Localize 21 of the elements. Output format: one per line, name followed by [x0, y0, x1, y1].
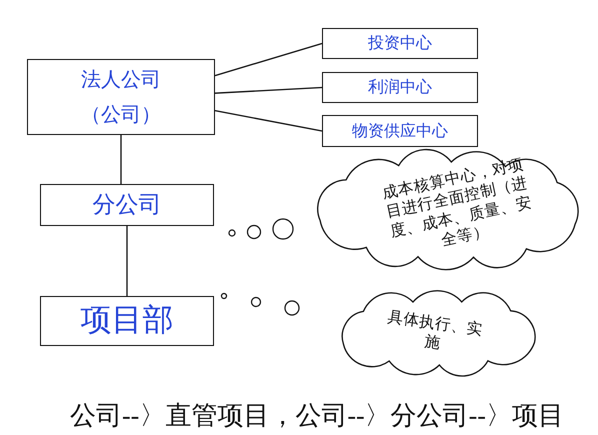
unit-name: 利润中心	[368, 78, 432, 97]
org-unit-box	[322, 72, 478, 103]
org-unit-box	[322, 115, 478, 147]
unit-name: （公司）	[81, 103, 161, 126]
unit-name: 项目部	[80, 303, 174, 339]
unit-name: 物资供应中心	[352, 122, 448, 140]
connector-line	[214, 86, 322, 94]
connector-line	[214, 42, 322, 76]
unit-name: 分公司	[92, 192, 162, 218]
cloud-text: 具体执行、实施	[386, 307, 486, 354]
unit-name: 法人公司	[81, 68, 161, 91]
note-text: 公司--〉直管项目，公司--〉分公司--〉项目	[70, 400, 564, 432]
org-unit-box	[40, 184, 214, 226]
unit-name: 投资中心	[368, 34, 432, 53]
connector-line	[120, 135, 122, 184]
org-unit-box	[27, 59, 215, 135]
org-unit-box	[40, 296, 214, 346]
org-unit-box	[322, 28, 478, 59]
connector-line	[214, 110, 322, 132]
connector-line	[126, 226, 128, 296]
cloud-text: 成本核算中心，对项目进行全面控制（进度、成本、质量、安全等）	[380, 155, 534, 252]
